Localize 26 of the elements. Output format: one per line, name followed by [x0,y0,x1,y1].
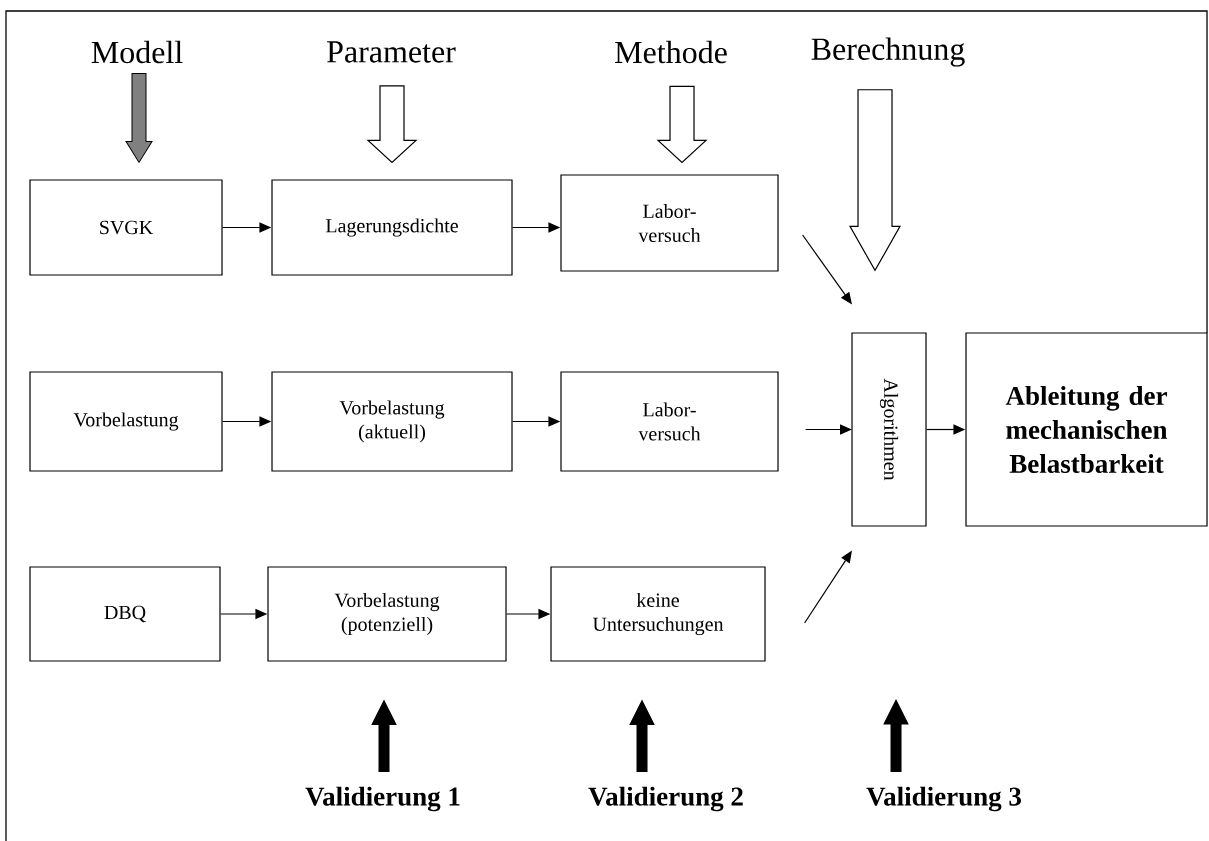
process-box: DBQ [29,566,221,662]
block-arrow [883,699,909,772]
process-box: Labor- versuch [560,174,779,272]
heading-text: Modell [91,40,183,64]
block-arrow [125,72,153,163]
process-box: SVGK [29,179,223,276]
block-arrow [366,85,418,164]
process-box: Vorbelastung (potenziell) [267,566,507,662]
process-box: Labor- versuch [560,371,779,472]
arrow [805,424,852,435]
block-arrow [656,85,708,164]
process-box: keine Untersuchungen [550,566,766,662]
heading-text: Methode [615,40,727,64]
block-arrow [848,89,902,272]
heading-text: Parameter [327,41,456,63]
result-box: Ableitung der mechanischen Belastbarkeit [965,332,1208,527]
heading-text: Berechnung [811,37,965,67]
validation-text: Validierung 3 [866,786,1021,812]
process-box: Lagerungsdichte [271,179,513,276]
validation-text: Validierung 2 [588,786,743,812]
block-arrow [629,700,655,772]
validation-text: Validierung 1 [305,786,460,812]
process-box: Vorbelastung (aktuell) [271,371,513,472]
algorithm-box: Algorithmen [851,332,927,527]
process-box: Vorbelastung [29,371,223,472]
block-arrow [371,700,397,772]
